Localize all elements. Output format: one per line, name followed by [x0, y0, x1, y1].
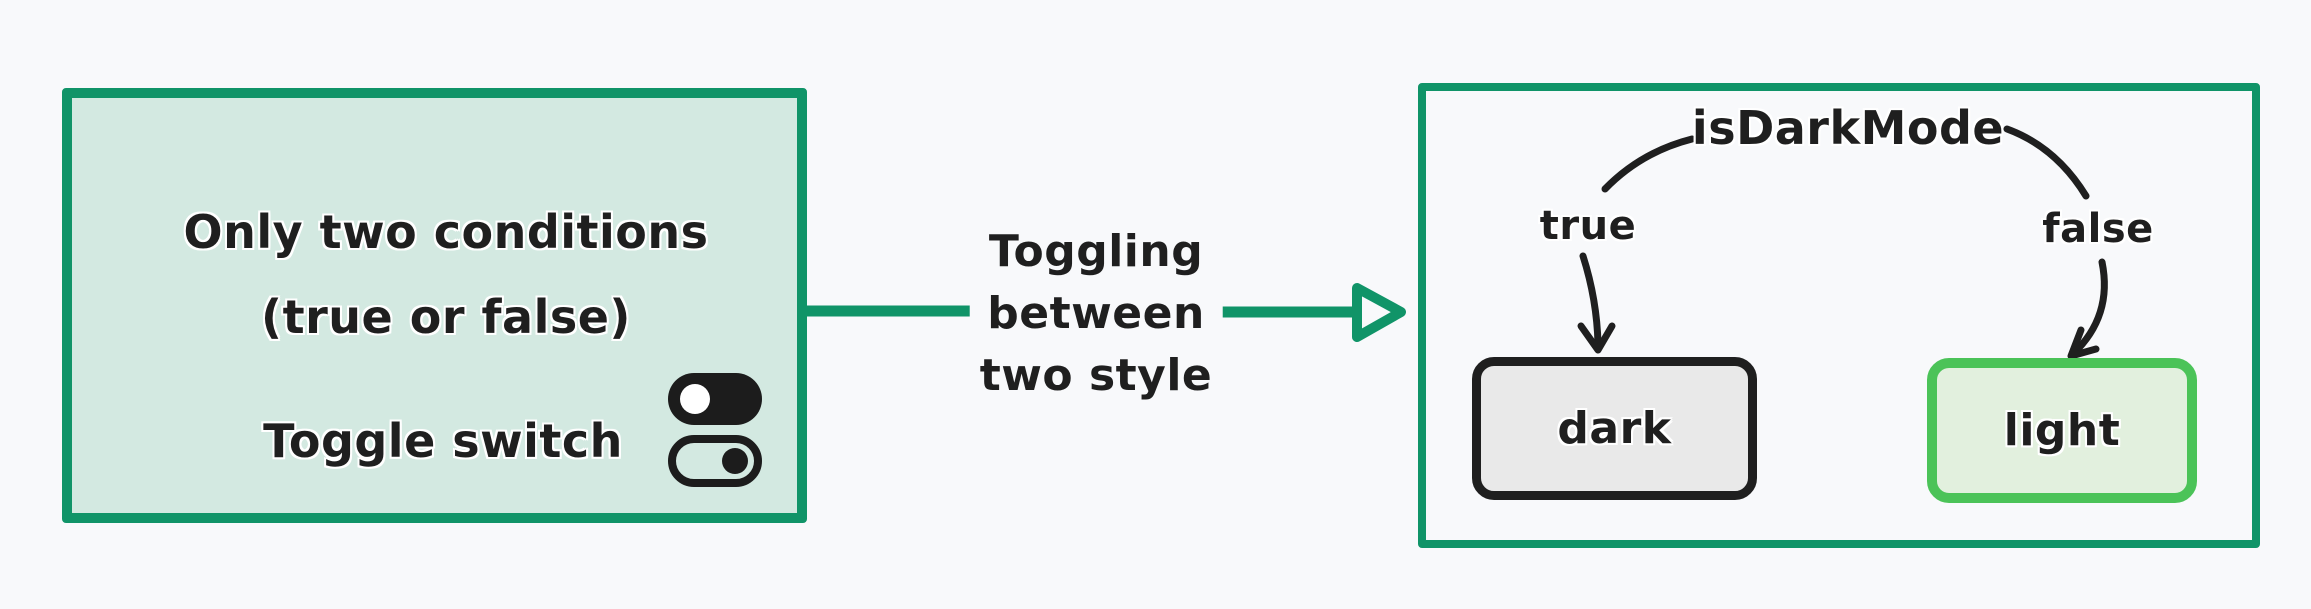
toggle-knob: [680, 384, 710, 414]
false-label: false: [2042, 206, 2154, 252]
arrow-label: Toggling between two style: [969, 219, 1223, 409]
true-label: true: [1539, 203, 1637, 249]
arrow-label-line: two style: [979, 350, 1213, 401]
arrow-label-line: Toggling: [988, 226, 1204, 277]
main-arrow-head: [1352, 283, 1406, 342]
toggle-switch-icon: [668, 373, 762, 487]
conditions-line-2: (true or false): [261, 290, 631, 344]
toggle-knob: [722, 448, 748, 474]
toggle-off-icon: [668, 435, 762, 487]
isdarkmode-box: [1418, 83, 2260, 548]
arrow-label-line: between: [987, 288, 1205, 339]
light-node-label: light: [2003, 405, 2121, 456]
dark-mode-node: dark: [1472, 357, 1757, 500]
conditions-box: Only two conditions (true or false) Togg…: [62, 88, 807, 523]
dark-node-label: dark: [1557, 403, 1672, 454]
conditions-line-1: Only two conditions: [183, 205, 709, 259]
toggle-switch-label: Toggle switch: [263, 414, 623, 468]
toggle-on-icon: [668, 373, 762, 425]
light-mode-node: light: [1927, 358, 2197, 503]
isdarkmode-title: isDarkMode: [1691, 101, 2005, 155]
